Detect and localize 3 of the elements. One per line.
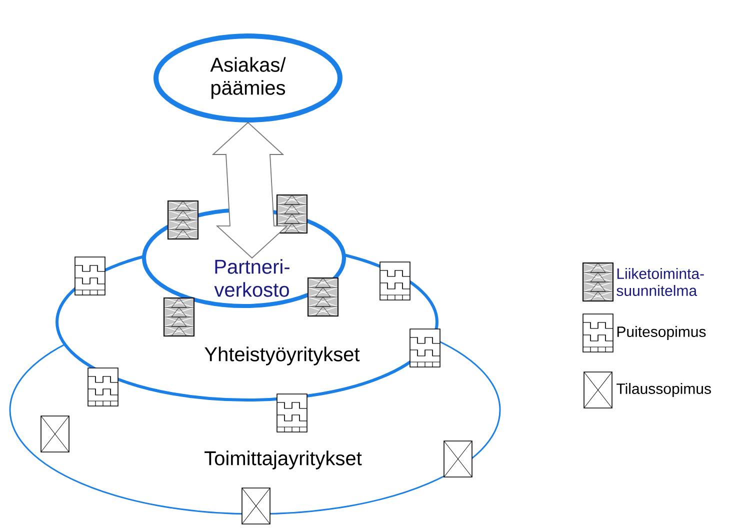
legend-label: Liiketoiminta- suunnitelma — [616, 268, 704, 296]
legend-label: Tilaussopimus — [616, 383, 711, 397]
legend-label: Puitesopimus — [617, 326, 706, 340]
